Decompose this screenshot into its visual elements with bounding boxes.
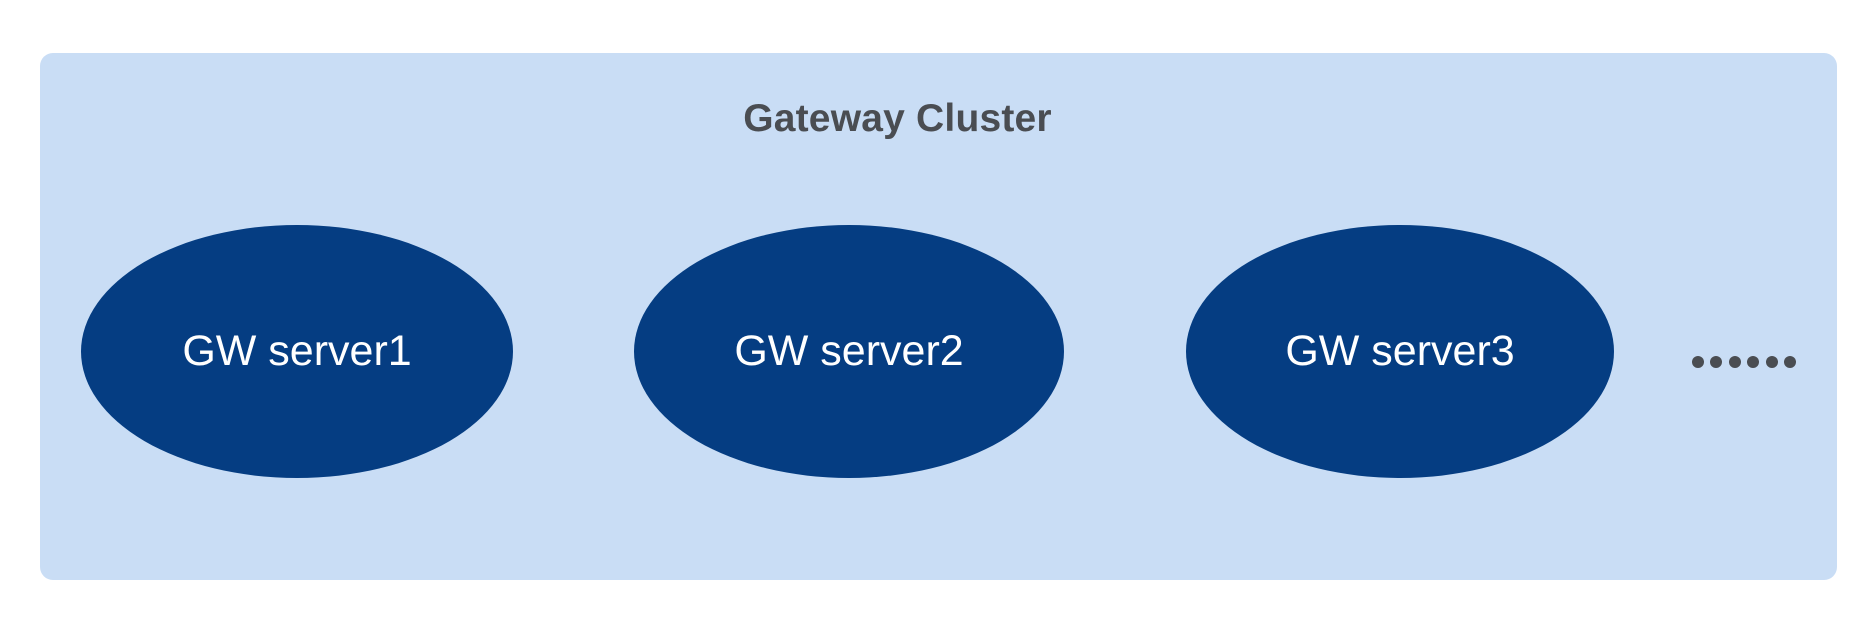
cluster-title: Gateway Cluster — [743, 97, 1052, 140]
node-gw-server3[interactable]: GW server3 — [1186, 225, 1614, 478]
ellipsis-dot — [1783, 356, 1796, 368]
ellipsis-icon — [1692, 350, 1796, 374]
node-label: GW server1 — [182, 327, 412, 375]
ellipsis-dot — [1692, 356, 1704, 368]
node-label: GW server3 — [1285, 327, 1515, 375]
node-gw-server2[interactable]: GW server2 — [634, 225, 1064, 478]
ellipsis-dot — [1710, 356, 1723, 368]
ellipsis-dot — [1728, 356, 1741, 368]
node-gw-server1[interactable]: GW server1 — [81, 225, 513, 478]
gateway-cluster-panel: Gateway Cluster GW server1 GW server2 GW… — [40, 53, 1837, 580]
ellipsis-dot — [1747, 356, 1760, 368]
ellipsis-dot — [1765, 356, 1778, 368]
node-label: GW server2 — [734, 327, 964, 375]
